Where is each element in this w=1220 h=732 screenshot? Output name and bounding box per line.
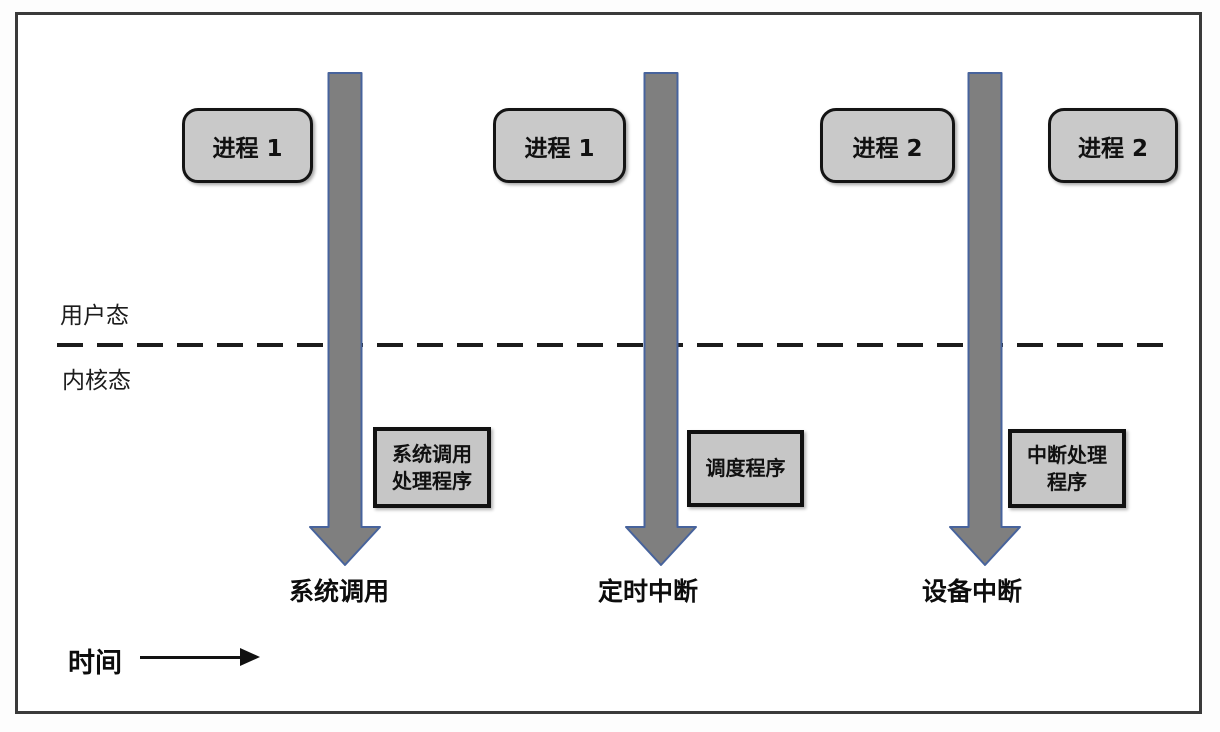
down-arrow-icon [625, 72, 697, 566]
right-arrow-head-icon [240, 648, 260, 666]
syscall-handler-line2: 处理程序 [392, 468, 472, 493]
process-box-2: 进程 1 [493, 108, 626, 183]
process-box-1-label: 进程 1 [212, 135, 283, 162]
interrupt-handler-line2: 程序 [1047, 469, 1087, 494]
down-arrow-icon [949, 72, 1021, 566]
user-mode-label: 用户态 [60, 303, 129, 329]
process-box-4: 进程 2 [1048, 108, 1178, 183]
kernel-mode-label: 内核态 [62, 368, 131, 394]
time-axis-label: 时间 [68, 648, 122, 679]
scheduler-box: 调度程序 [687, 430, 804, 507]
process-box-3: 进程 2 [820, 108, 955, 183]
process-box-2-label: 进程 1 [524, 135, 595, 162]
scheduler-line1: 调度程序 [705, 456, 786, 480]
interrupt-handler-line1: 中断处理 [1027, 442, 1107, 467]
device-interrupt-caption: 设备中断 [921, 577, 1022, 606]
syscall-caption: 系统调用 [288, 577, 389, 606]
syscall-handler-line1: 系统调用 [392, 441, 472, 466]
process-box-3-label: 进程 2 [852, 135, 923, 162]
mode-boundary-dashed-line [57, 343, 1167, 347]
syscall-handler-box: 系统调用 处理程序 [373, 427, 491, 508]
down-arrow-icon [309, 72, 381, 566]
right-arrow-icon [140, 656, 242, 659]
process-box-4-label: 进程 2 [1077, 135, 1148, 162]
process-box-1: 进程 1 [182, 108, 313, 183]
timer-interrupt-caption: 定时中断 [597, 577, 698, 606]
interrupt-handler-box: 中断处理 程序 [1008, 429, 1126, 508]
